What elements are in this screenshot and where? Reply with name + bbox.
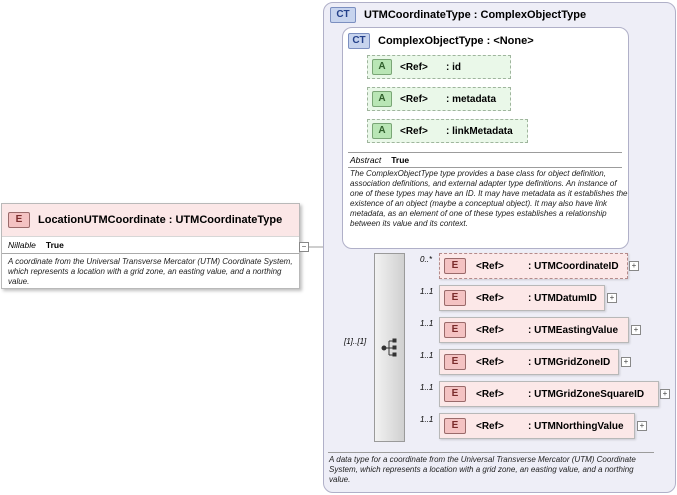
child-name: : UTMEastingValue <box>528 324 619 336</box>
attribute-icon: A <box>372 59 392 75</box>
element-icon: E <box>8 212 30 228</box>
element-icon: E <box>444 290 466 306</box>
expand-icon[interactable]: + <box>621 357 631 367</box>
element-icon: E <box>444 354 466 370</box>
element-icon: E <box>444 386 466 402</box>
utm-coordinate-type-title: UTMCoordinateType : ComplexObjectType <box>364 9 587 21</box>
complex-object-type-title: ComplexObjectType : <None> <box>378 35 534 47</box>
complex-type-icon: CT <box>348 33 370 49</box>
utm-coordinate-type-description: A data type for a coordinate from the Un… <box>329 455 636 484</box>
child-name: : UTMGridZoneSquareID <box>528 388 645 400</box>
complex-object-type-header: CT ComplexObjectType : <None> <box>348 33 534 49</box>
child-ref: <Ref> <box>476 292 504 304</box>
child-name: : UTMNorthingValue <box>528 420 624 432</box>
child-utm-easting-value[interactable]: E <Ref> : UTMEastingValue <box>439 317 629 343</box>
child-ref: <Ref> <box>476 260 504 272</box>
nillable-value: True <box>45 240 64 250</box>
child-cardinality: 1..1 <box>420 287 434 296</box>
element-icon: E <box>444 418 466 434</box>
attribute-icon: A <box>372 123 392 139</box>
root-element-title: LocationUTMCoordinate : UTMCoordinateTyp… <box>38 214 283 226</box>
sequence-cardinality: [1]..[1] <box>344 337 367 346</box>
sequence-compositor[interactable] <box>374 253 405 442</box>
attribute-id[interactable]: A <Ref> : id <box>367 55 511 79</box>
nillable-row: Nillable True <box>2 237 299 254</box>
divider <box>348 152 622 153</box>
complex-object-type-description: The ComplexObjectType type provides a ba… <box>350 169 628 228</box>
child-utm-northing-value[interactable]: E <Ref> : UTMNorthingValue <box>439 413 635 439</box>
expand-icon[interactable]: + <box>660 389 670 399</box>
divider <box>348 167 622 168</box>
abstract-key: Abstract <box>350 155 382 165</box>
attribute-ref: <Ref> <box>400 61 428 73</box>
child-utm-grid-zone-id[interactable]: E <Ref> : UTMGridZoneID <box>439 349 619 375</box>
attribute-name: : linkMetadata <box>446 125 513 137</box>
child-name: : UTMDatumID <box>528 292 597 304</box>
root-element-box[interactable]: E LocationUTMCoordinate : UTMCoordinateT… <box>1 203 300 289</box>
child-cardinality: 1..1 <box>420 351 434 360</box>
root-element-header: E LocationUTMCoordinate : UTMCoordinateT… <box>2 204 299 237</box>
complex-type-icon: CT <box>330 7 356 23</box>
nillable-key: Nillable <box>8 240 36 250</box>
child-cardinality: 1..1 <box>420 415 434 424</box>
attribute-link-metadata[interactable]: A <Ref> : linkMetadata <box>367 119 528 143</box>
child-ref: <Ref> <box>476 356 504 368</box>
child-utm-grid-zone-square-id[interactable]: E <Ref> : UTMGridZoneSquareID <box>439 381 659 407</box>
abstract-value: True <box>391 155 410 165</box>
child-ref: <Ref> <box>476 324 504 336</box>
child-cardinality: 1..1 <box>420 319 434 328</box>
child-name: : UTMGridZoneID <box>528 356 611 368</box>
collapse-icon[interactable]: − <box>299 242 309 252</box>
child-utm-datum-id[interactable]: E <Ref> : UTMDatumID <box>439 285 605 311</box>
child-cardinality: 1..1 <box>420 383 434 392</box>
root-element-description: A coordinate from the Universal Transver… <box>8 257 293 286</box>
child-ref: <Ref> <box>476 420 504 432</box>
attribute-ref: <Ref> <box>400 93 428 105</box>
attribute-ref: <Ref> <box>400 125 428 137</box>
expand-icon[interactable]: + <box>637 421 647 431</box>
sequence-icon <box>381 338 397 357</box>
child-name: : UTMCoordinateID <box>528 260 619 272</box>
expand-icon[interactable]: + <box>631 325 641 335</box>
attribute-metadata[interactable]: A <Ref> : metadata <box>367 87 511 111</box>
attribute-name: : metadata <box>446 93 497 105</box>
expand-icon[interactable]: + <box>629 261 639 271</box>
child-utm-coordinate-id[interactable]: E <Ref> : UTMCoordinateID <box>439 253 628 279</box>
abstract-row: Abstract True <box>350 155 409 165</box>
element-icon: E <box>444 258 466 274</box>
child-cardinality: 0..* <box>420 255 433 264</box>
divider <box>328 452 654 453</box>
utm-coordinate-type-header: CT UTMCoordinateType : ComplexObjectType <box>330 7 586 23</box>
child-ref: <Ref> <box>476 388 504 400</box>
expand-icon[interactable]: + <box>607 293 617 303</box>
element-icon: E <box>444 322 466 338</box>
attribute-name: : id <box>446 61 461 73</box>
attribute-icon: A <box>372 91 392 107</box>
